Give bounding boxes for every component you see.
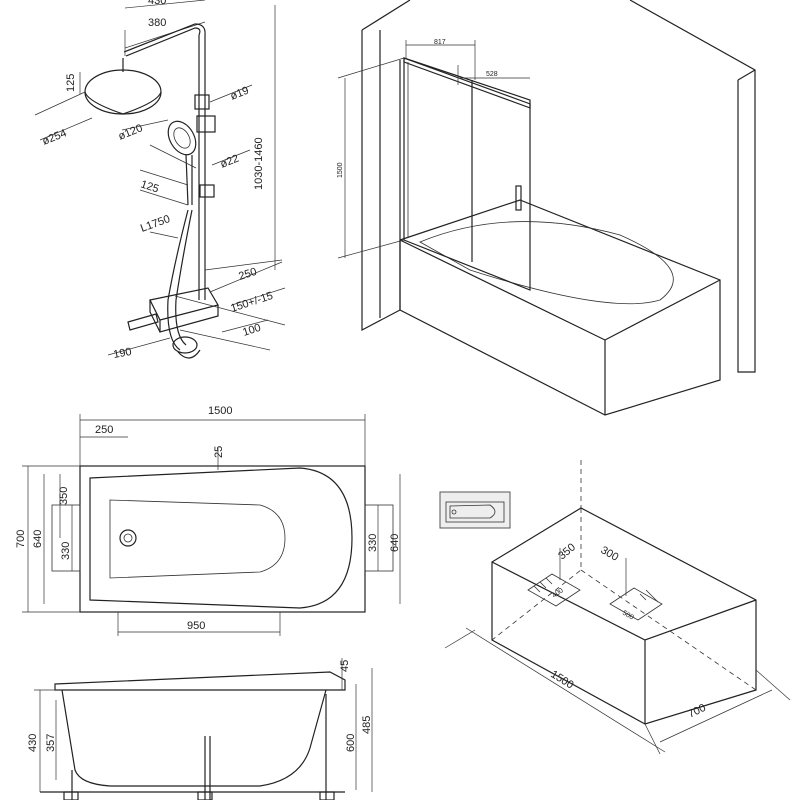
dim-height-right: 485 [361,716,373,734]
dim-hand-offset: 125 [139,178,160,195]
dim-pipe-diameter: ø19 [229,85,251,103]
dim-width-inner-left: 640 [32,530,44,548]
dim-leg-height: 600 [345,734,357,752]
dim-screen-height: 1500 [337,162,344,178]
dim-length: 1500 [208,405,232,417]
dim-hose-length: L1750 [139,213,172,235]
thumbnail-preview [439,491,511,529]
dim-offset-b: 300 [599,544,621,564]
bath-plan-view: 1500 250 25 700 640 350 330 330 640 950 [15,405,401,636]
dim-leg-spacing-left: 330 [60,542,72,560]
dim-top-width: 430 [148,0,166,7]
dim-width-outer: 700 [15,530,27,548]
dim-arm-length: 380 [148,17,166,29]
dim-support-left: 350 [58,487,70,505]
shower-set-drawing: 430 380 1030-1460 125 ø254 ø19 ø120 ø22 [34,0,286,361]
dim-mixer-depth: 250 [237,266,258,283]
dim-height-left: 430 [27,734,39,752]
dim-depth: 357 [45,734,57,752]
dim-head-thickness: 125 [65,74,77,92]
dim-box-width: 700 [686,702,708,721]
dim-width-inner-right: 640 [389,534,401,552]
dim-bottom-length: 950 [187,620,205,632]
dim-overlap: 528 [486,71,498,78]
dim-rim: 45 [339,660,351,672]
pad-left [527,573,581,607]
dim-centres: 150+/-15 [229,290,274,315]
dim-rim-slope: 25 [213,446,225,458]
dim-pad-b: 500 [621,610,635,622]
dim-spout-offset: 100 [241,322,262,339]
bath-side-view: 45 430 357 600 485 [27,658,373,800]
dim-column-height: 1030-1460 [253,137,265,190]
bath-screen-drawing: 817 528 1500 [337,0,756,416]
dim-leg-spacing-right: 330 [367,534,379,552]
dim-spout-length: 190 [112,346,132,361]
dim-offset-a: 350 [556,541,578,562]
dim-hand-diameter: ø120 [117,122,145,143]
pad-right [609,587,663,621]
dim-head-offset: 250 [95,424,113,436]
dim-panel-width: 817 [434,39,446,46]
dim-head-diameter: ø254 [41,127,69,148]
